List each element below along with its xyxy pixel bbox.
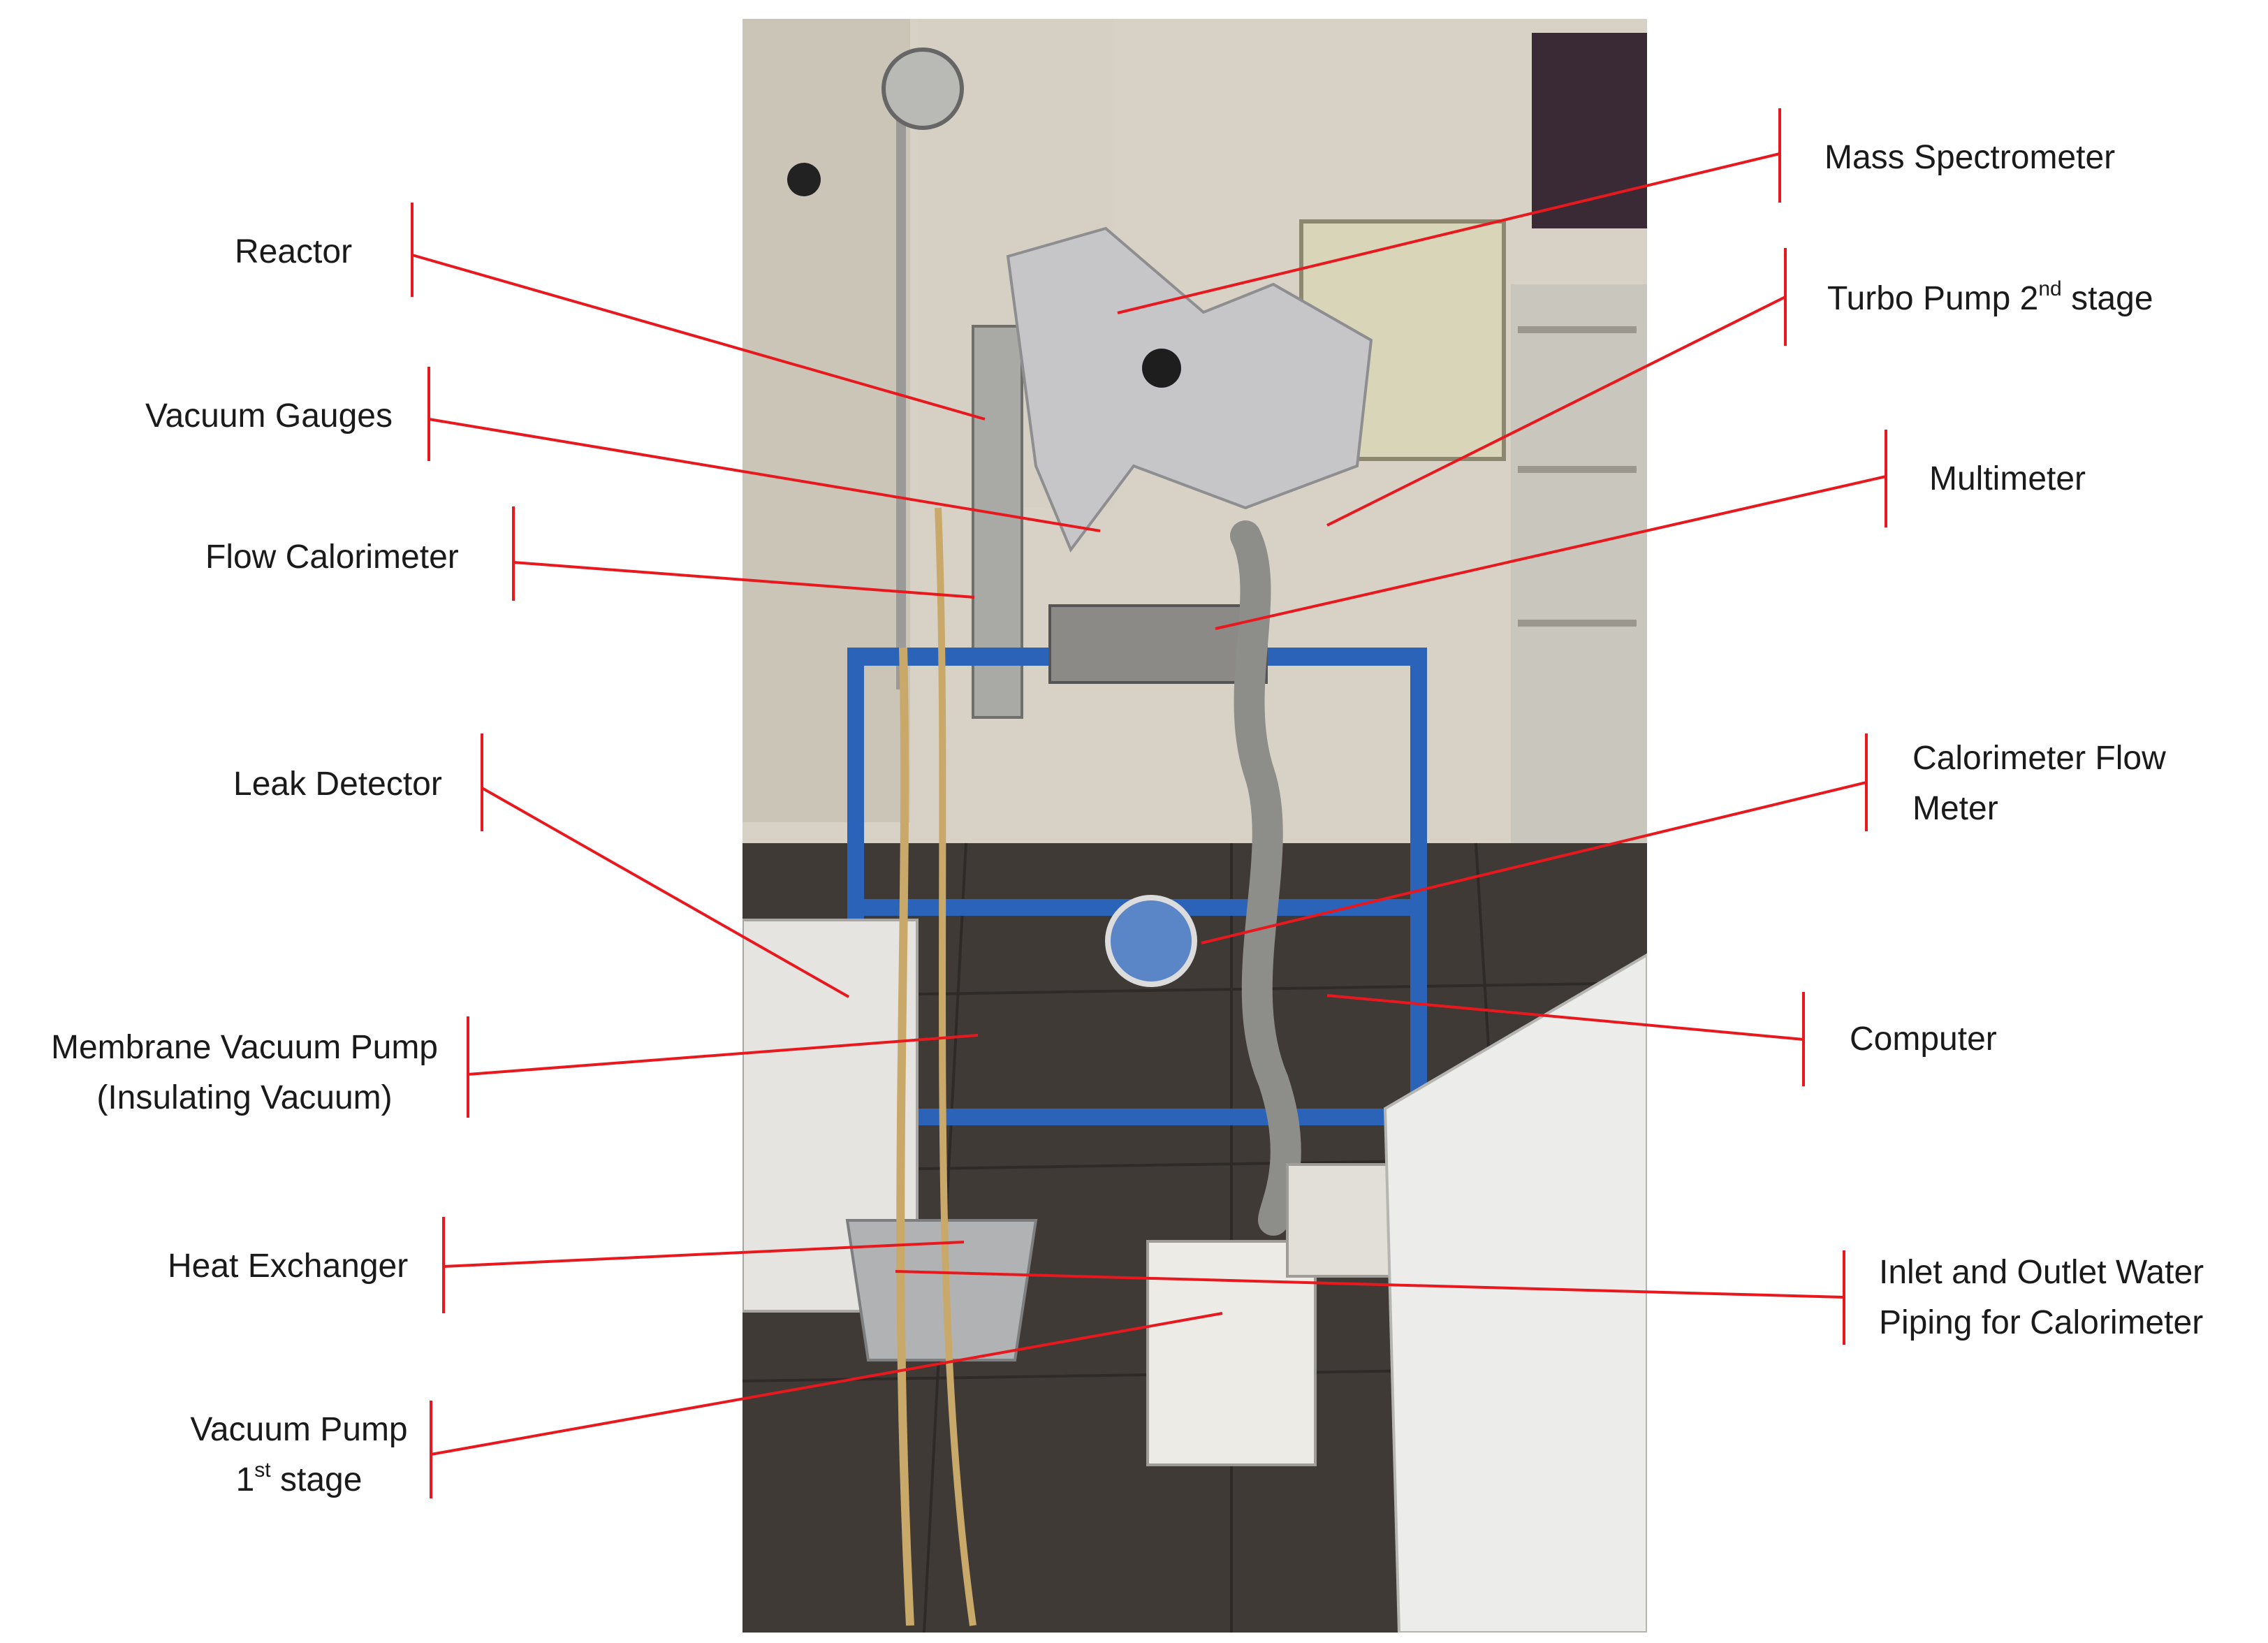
pressure-gauge	[881, 48, 964, 130]
cart-bottom-shelf	[847, 1109, 1427, 1125]
label-flow-calorimeter: Flow Calorimeter	[205, 532, 459, 583]
label-vacuum-gauges: Vacuum Gauges	[145, 391, 393, 441]
label-membrane-vacuum-pump: Membrane Vacuum Pump (Insulating Vacuum)	[14, 1023, 475, 1123]
wall-poster	[1532, 33, 1647, 228]
apparatus-illustration	[742, 19, 1647, 1633]
label-membrane-vacuum-pump-line2: (Insulating Vacuum)	[96, 1079, 393, 1116]
label-multimeter: Multimeter	[1929, 454, 2086, 504]
label-vacuum-gauges-text: Vacuum Gauges	[145, 397, 393, 435]
label-leak-detector: Leak Detector	[233, 759, 442, 810]
label-turbo-pump-text: Turbo Pump 2nd stage	[1827, 274, 2153, 324]
label-flow-calorimeter-text: Flow Calorimeter	[205, 539, 459, 576]
cabinet-handle	[1518, 466, 1637, 473]
label-multimeter-text: Multimeter	[1929, 460, 2086, 497]
small-gauge	[787, 163, 821, 196]
label-mass-spectrometer: Mass Spectrometer	[1824, 133, 2115, 183]
label-vacuum-pump-line1: Vacuum Pump	[190, 1411, 408, 1448]
cabinet-handle	[1518, 326, 1637, 333]
filing-cabinet	[1511, 284, 1647, 857]
multimeter-box	[1048, 604, 1268, 684]
label-vacuum-pump-stage-number: 1	[235, 1461, 255, 1498]
flow-meter-dial	[1105, 895, 1197, 987]
wall-panel-left	[742, 19, 910, 822]
label-heat-exchanger-text: Heat Exchanger	[168, 1248, 409, 1285]
label-vacuum-pump-stage-word: stage	[270, 1461, 363, 1498]
label-leak-detector-text: Leak Detector	[233, 766, 442, 803]
label-mass-spectrometer-text: Mass Spectrometer	[1824, 139, 2116, 176]
label-vacuum-pump-first-stage: Vacuum Pump 1st stage	[159, 1405, 439, 1505]
cabinet-handle	[1518, 620, 1637, 627]
label-computer-text: Computer	[1850, 1021, 1997, 1058]
label-reactor: Reactor	[235, 227, 352, 277]
apparatus-photo	[742, 19, 1647, 1633]
label-inlet-outlet-piping-line1: Inlet and Outlet Water	[1879, 1254, 2204, 1291]
label-reactor-text: Reactor	[235, 233, 353, 270]
label-inlet-outlet-piping: Inlet and Outlet Water Piping for Calori…	[1879, 1248, 2204, 1348]
label-inlet-outlet-piping-line2: Piping for Calorimeter	[1879, 1304, 2204, 1341]
label-turbo-pump-pre: Turbo Pump 2	[1827, 280, 2039, 317]
label-calorimeter-flow-meter-line2: Meter	[1912, 790, 1998, 827]
cart-leg	[1410, 648, 1427, 1137]
turbo-flange	[1142, 349, 1181, 388]
label-membrane-vacuum-pump-line1: Membrane Vacuum Pump	[50, 1029, 438, 1066]
label-computer: Computer	[1850, 1014, 1997, 1065]
label-heat-exchanger: Heat Exchanger	[168, 1241, 408, 1292]
label-vacuum-pump-ordinal: st	[254, 1459, 271, 1482]
label-turbo-pump-ordinal: nd	[2038, 277, 2062, 300]
label-calorimeter-flow-meter-line1: Calorimeter Flow	[1912, 740, 2166, 777]
gas-line	[896, 61, 906, 689]
label-turbo-pump-post: stage	[2061, 280, 2153, 317]
label-vacuum-pump-line2: 1st stage	[159, 1455, 439, 1505]
label-turbo-pump: Turbo Pump 2nd stage	[1827, 274, 2153, 324]
label-calorimeter-flow-meter: Calorimeter Flow Meter	[1912, 733, 2166, 834]
